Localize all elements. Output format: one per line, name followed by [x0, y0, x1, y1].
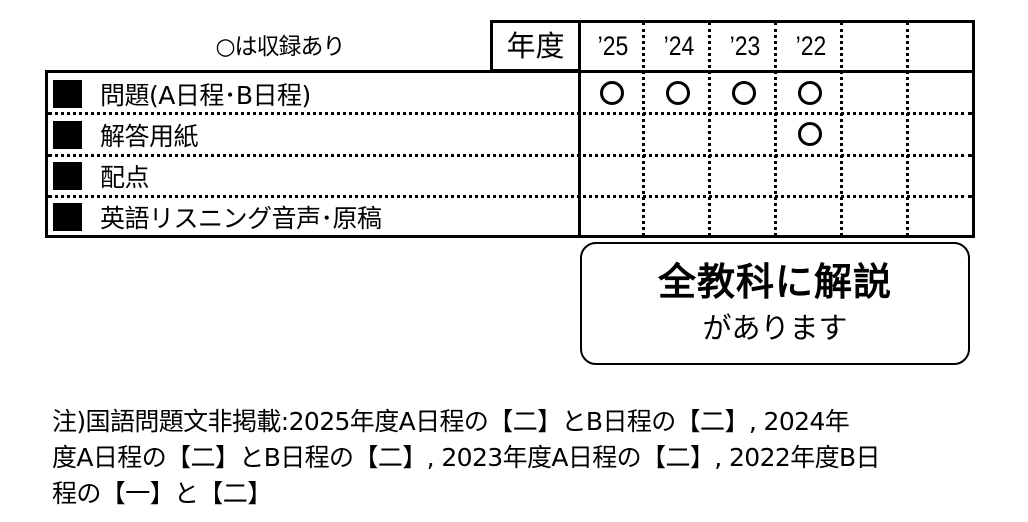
callout-line2: があります — [702, 311, 848, 345]
row-divider — [48, 112, 972, 115]
year-header-2024: ’24 — [663, 31, 695, 61]
column-divider — [774, 22, 777, 236]
row-label-problems: 問題(A日程･B日程) — [53, 74, 311, 114]
row-label-answer-sheet: 解答用紙 — [53, 115, 199, 155]
year-header-label: 年度 — [490, 20, 578, 72]
row-divider — [48, 195, 972, 198]
footnote-line: 注)国語問題文非掲載:2025年度A日程の【二】とB日程の【二】, 2024年 — [52, 407, 850, 436]
column-divider — [840, 22, 843, 236]
column-divider — [642, 22, 645, 236]
footnote: 注)国語問題文非掲載:2025年度A日程の【二】とB日程の【二】, 2024年 … — [52, 404, 972, 512]
item-table — [45, 70, 580, 238]
included-circle-icon — [600, 81, 624, 105]
explanation-callout: 全教科に解説 があります — [580, 242, 970, 365]
year-header-2023: ’23 — [729, 31, 761, 61]
year-header-2022: ’22 — [795, 31, 827, 61]
row-label-scoring: 配点 — [53, 156, 150, 196]
year-header-2025: ’25 — [597, 31, 629, 61]
included-circle-icon — [798, 122, 822, 146]
row-label-text: 配点 — [100, 163, 150, 192]
included-circle-icon — [666, 81, 690, 105]
included-circle-icon — [798, 81, 822, 105]
row-label-listening: 英語リスニング音声･原稿 — [53, 197, 382, 237]
black-square-bullet-icon — [53, 162, 82, 190]
legend-note: ○は収録あり — [215, 34, 345, 60]
black-square-bullet-icon — [53, 203, 82, 231]
footnote-line: 度A日程の【二】とB日程の【二】, 2023年度A日程の【二】, 2022年度B… — [52, 443, 881, 472]
year-grid — [578, 20, 975, 238]
year-header-empty — [849, 24, 905, 68]
row-label-text: 英語リスニング音声･原稿 — [100, 204, 382, 233]
column-divider — [708, 22, 711, 236]
included-circle-icon — [732, 81, 756, 105]
row-label-text: 問題(A日程･B日程) — [100, 81, 311, 110]
column-divider — [906, 22, 909, 236]
row-label-text: 解答用紙 — [100, 122, 199, 151]
callout-line1: 全教科に解説 — [657, 260, 892, 304]
black-square-bullet-icon — [53, 80, 82, 108]
year-header-empty — [915, 24, 971, 68]
black-square-bullet-icon — [53, 121, 82, 149]
footnote-line: 程の【一】と【二】 — [52, 479, 272, 508]
row-divider — [48, 154, 972, 157]
